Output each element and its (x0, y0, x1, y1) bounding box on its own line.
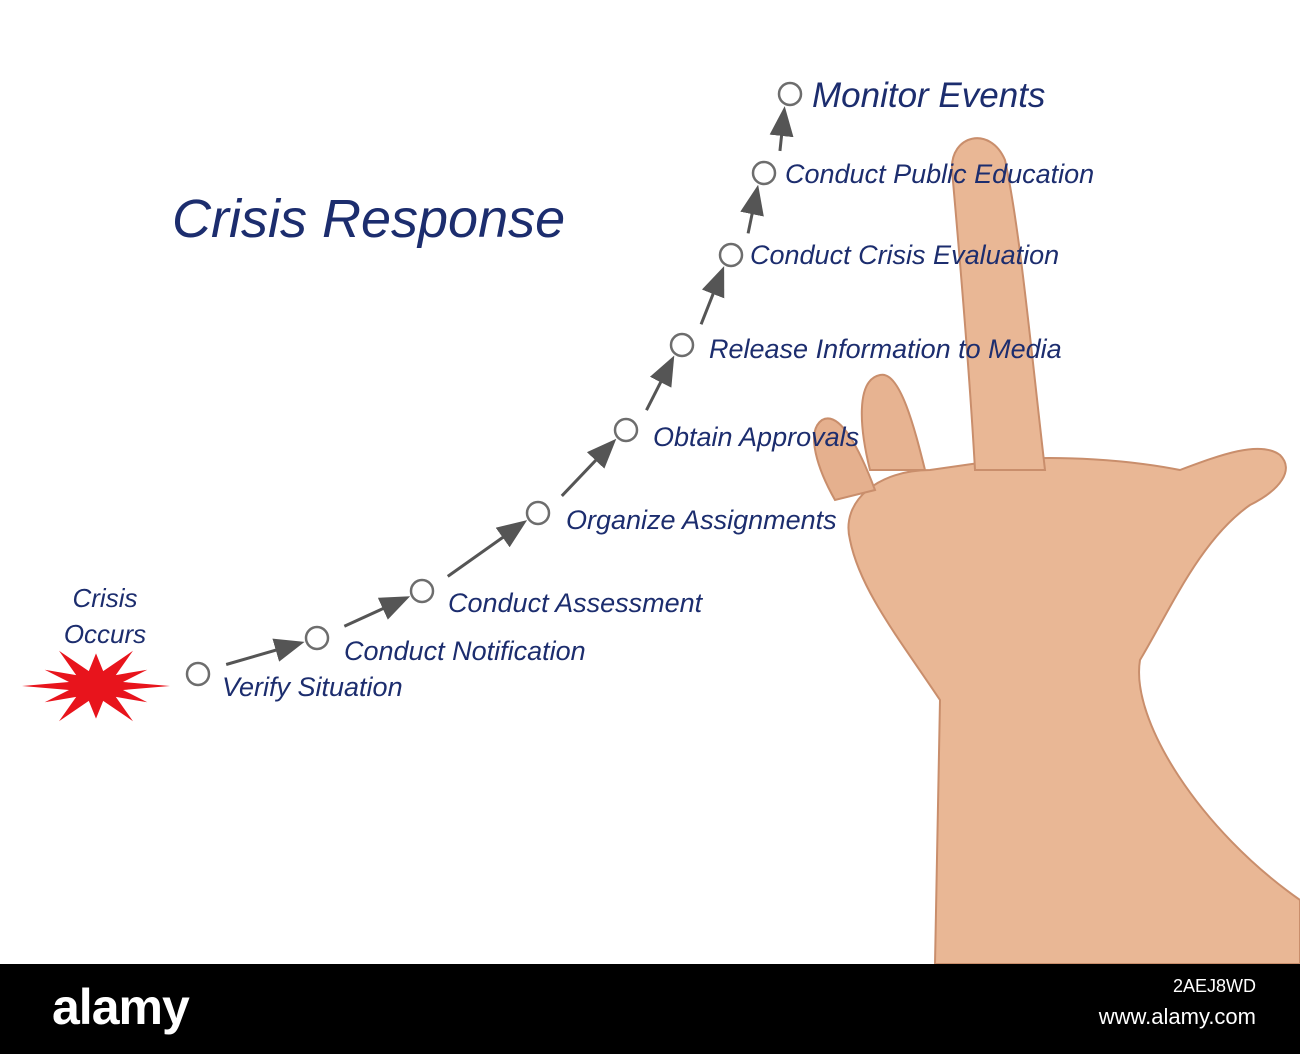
flow-arrow (699, 266, 725, 325)
flow-arrows (225, 106, 794, 666)
step-label-organize-assignments: Organize Assignments (566, 505, 837, 535)
flow-arrow (343, 596, 411, 628)
hand-palm (847, 447, 1300, 965)
hand-curled-finger-2 (813, 417, 877, 502)
step-label-conduct-crisis-evaluation: Conduct Crisis Evaluation (750, 240, 1060, 270)
diagram-canvas: Crisis Response Crisis Occurs Verify Sit… (22, 76, 1300, 965)
watermark-code: 2AEJ8WD (1172, 976, 1256, 996)
flow-arrow (645, 355, 675, 411)
step-node (185, 661, 211, 687)
step-node (409, 578, 435, 604)
crisis-burst-icon (22, 650, 170, 722)
step-node (304, 625, 330, 651)
step-label-monitor-events: Monitor Events (812, 76, 1046, 115)
pointing-hand-illustration (813, 137, 1300, 965)
diagram-title: Crisis Response (172, 189, 566, 249)
step-label-conduct-public-education: Conduct Public Education (785, 159, 1095, 189)
step-label-conduct-notification: Conduct Notification (344, 636, 586, 666)
step-label-verify-situation: Verify Situation (222, 672, 403, 702)
hand-index-finger (950, 137, 1047, 471)
step-node (613, 417, 639, 443)
flow-arrow (446, 520, 528, 578)
step-node (718, 242, 744, 268)
step-label-release-information: Release Information to Media (709, 334, 1062, 364)
flow-arrow (740, 184, 764, 234)
crisis-occurs-label: Crisis Occurs (63, 583, 147, 649)
flow-arrow (560, 438, 617, 497)
flow-arrow (769, 106, 794, 152)
step-node (751, 160, 777, 186)
step-nodes (185, 81, 803, 687)
step-node (525, 500, 551, 526)
step-label-obtain-approvals: Obtain Approvals (653, 422, 860, 452)
watermark-brand: alamy (52, 979, 190, 1035)
hand-curled-finger (860, 373, 927, 471)
step-node (777, 81, 803, 107)
stock-watermark-bar: alamy 2AEJ8WD www.alamy.com (0, 964, 1300, 1054)
diagram-svg (22, 81, 1300, 965)
step-label-conduct-assessment: Conduct Assessment (448, 588, 703, 618)
watermark-site: www.alamy.com (1098, 1004, 1256, 1029)
flow-arrow (225, 638, 305, 666)
step-node (669, 332, 695, 358)
